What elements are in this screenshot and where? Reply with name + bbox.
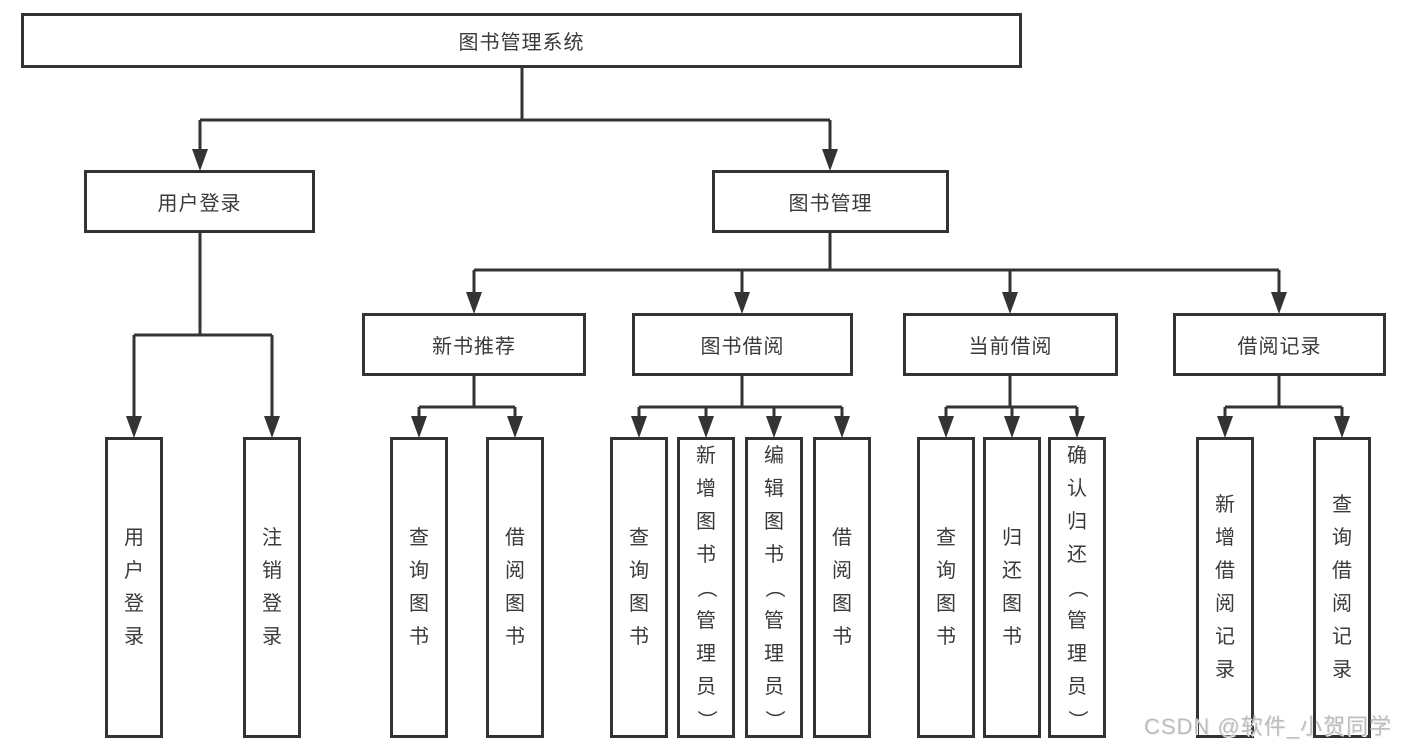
node-leaf-add-borrow-record: 新增借阅记录 bbox=[1196, 437, 1254, 738]
node-label: 编辑图书（管理员） bbox=[763, 444, 785, 730]
node-borrowing-records: 借阅记录 bbox=[1173, 313, 1386, 376]
node-leaf-query-borrow-record: 查询借阅记录 bbox=[1313, 437, 1371, 738]
node-label: 图书管理系统 bbox=[458, 32, 585, 54]
node-label: 图书借阅 bbox=[700, 336, 785, 358]
node-label: 用户登录 bbox=[124, 527, 144, 648]
arrowhead-icon bbox=[834, 416, 850, 438]
node-label: 新书推荐 bbox=[432, 336, 516, 358]
node-label: 查询图书 bbox=[409, 527, 429, 648]
arrowhead-icon bbox=[822, 149, 838, 171]
arrowhead-icon bbox=[1217, 416, 1233, 438]
node-leaf-edit-books-admin: 编辑图书（管理员） bbox=[745, 437, 803, 738]
arrowhead-icon bbox=[734, 292, 750, 314]
arrowhead-icon bbox=[264, 416, 280, 438]
node-current-borrowing: 当前借阅 bbox=[903, 313, 1118, 376]
node-leaf-query-books-borrowing: 查询图书 bbox=[610, 437, 668, 738]
arrowhead-icon bbox=[1271, 292, 1287, 314]
node-label: 查询图书 bbox=[936, 527, 956, 648]
node-label: 新增借阅记录 bbox=[1215, 494, 1235, 681]
node-leaf-user-login: 用户登录 bbox=[105, 437, 163, 738]
node-user-login: 用户登录 bbox=[84, 170, 315, 233]
node-leaf-logout: 注销登录 bbox=[243, 437, 301, 738]
node-book-borrowing: 图书借阅 bbox=[632, 313, 853, 376]
node-leaf-query-books-current: 查询图书 bbox=[917, 437, 975, 738]
arrowhead-icon bbox=[1002, 292, 1018, 314]
node-label: 确认归还（管理员） bbox=[1066, 444, 1088, 730]
node-leaf-borrow-books-borrowing: 借阅图书 bbox=[813, 437, 871, 738]
node-root-system: 图书管理系统 bbox=[21, 13, 1022, 68]
node-book-management: 图书管理 bbox=[712, 170, 949, 233]
connector-borrow-record bbox=[1223, 375, 1344, 419]
connector-current-borrow bbox=[944, 375, 1079, 419]
arrowhead-icon bbox=[1334, 416, 1350, 438]
arrowhead-icon bbox=[411, 416, 427, 438]
arrowhead-icon bbox=[1004, 416, 1020, 438]
node-label: 用户登录 bbox=[157, 193, 242, 215]
node-label: 归还图书 bbox=[1002, 527, 1022, 648]
connector-root bbox=[198, 67, 832, 152]
arrowhead-icon bbox=[698, 416, 714, 438]
connector-book-borrow bbox=[637, 375, 844, 419]
arrowhead-icon bbox=[766, 416, 782, 438]
arrowhead-icon bbox=[938, 416, 954, 438]
node-label: 查询借阅记录 bbox=[1332, 494, 1352, 681]
node-leaf-add-books-admin: 新增图书（管理员） bbox=[677, 437, 735, 738]
node-label: 借阅图书 bbox=[505, 527, 525, 648]
node-leaf-query-books-recommend: 查询图书 bbox=[390, 437, 448, 738]
connector-book-management bbox=[472, 232, 1281, 294]
node-label: 注销登录 bbox=[262, 527, 282, 648]
node-leaf-return-books: 归还图书 bbox=[983, 437, 1041, 738]
node-label: 查询图书 bbox=[629, 527, 649, 648]
node-label: 借阅图书 bbox=[832, 527, 852, 648]
node-label: 借阅记录 bbox=[1237, 336, 1322, 358]
node-leaf-borrow-books-recommend: 借阅图书 bbox=[486, 437, 544, 738]
watermark: CSDN @软件_小贺同学 bbox=[1143, 714, 1392, 739]
node-label: 图书管理 bbox=[788, 193, 873, 215]
arrowhead-icon bbox=[126, 416, 142, 438]
arrowhead-icon bbox=[1069, 416, 1085, 438]
node-label: 新增图书（管理员） bbox=[695, 444, 717, 730]
node-leaf-confirm-return-admin: 确认归还（管理员） bbox=[1048, 437, 1106, 738]
node-new-book-recommend: 新书推荐 bbox=[362, 313, 586, 376]
arrowhead-icon bbox=[192, 149, 208, 171]
node-label: 当前借阅 bbox=[968, 336, 1053, 358]
arrowhead-icon bbox=[631, 416, 647, 438]
connector-user-login bbox=[132, 232, 274, 419]
arrowhead-icon bbox=[507, 416, 523, 438]
arrowhead-icon bbox=[466, 292, 482, 314]
connector-new-book bbox=[417, 375, 517, 419]
